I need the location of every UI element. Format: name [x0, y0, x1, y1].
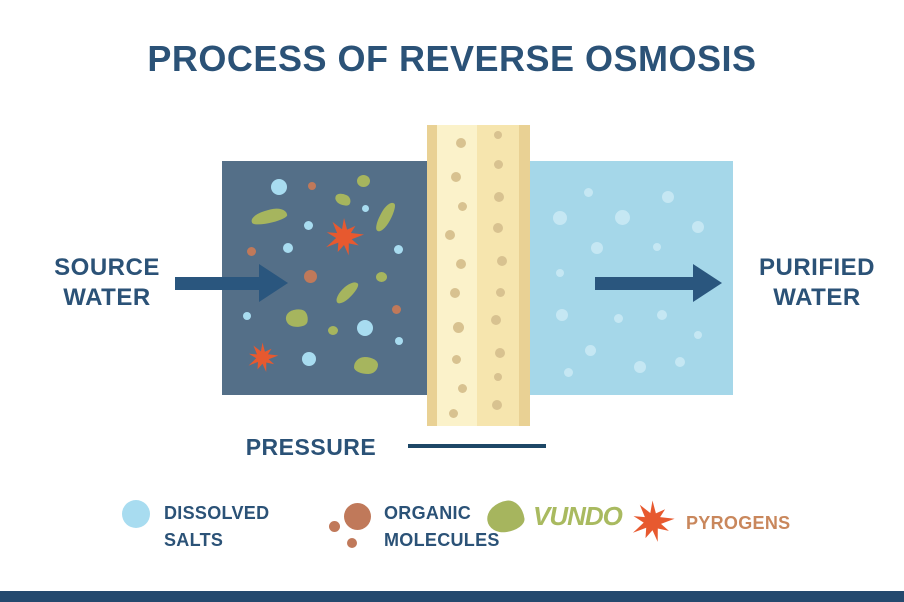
- purified-water-bubble: [694, 331, 702, 339]
- page-title: PROCESS OF REVERSE OSMOSIS: [147, 38, 757, 79]
- membrane-pore-dot: [494, 373, 502, 381]
- legend-organic-molecules-label: ORGANIC MOLECULES: [384, 500, 500, 554]
- bottom-accent-bar: [0, 591, 904, 602]
- purified-water-bubble: [614, 209, 630, 225]
- pyrogen-particle: [248, 342, 278, 372]
- purified-water-bubble: [553, 211, 567, 225]
- dissolved-salt-particle: [393, 244, 403, 254]
- membrane-pore-dot: [445, 230, 455, 240]
- organic-molecule-particle: [246, 246, 256, 256]
- legend-organic-molecules-line1: ORGANIC: [384, 503, 472, 523]
- membrane-pore-dot: [456, 138, 466, 148]
- dissolved-salt-particle: [361, 204, 369, 212]
- purified-water-bubble: [662, 191, 674, 203]
- membrane-pore-dot: [452, 321, 464, 333]
- purified-water-bubble: [591, 242, 603, 254]
- microbe-particle: [354, 356, 378, 374]
- source-flow-arrowhead-icon: [259, 264, 288, 302]
- purified-water-bubble: [583, 187, 593, 197]
- osmosis-membrane: [427, 125, 530, 426]
- membrane-pore-dot: [493, 159, 503, 169]
- dissolved-salt-particle: [395, 337, 403, 345]
- dissolved-salt-icon: [122, 500, 150, 528]
- membrane-pore-dot: [448, 408, 458, 418]
- membrane-pore-dot: [495, 287, 505, 297]
- legend-dissolved-salts-line2: SALTS: [164, 530, 224, 550]
- purified-water-bubble: [692, 221, 704, 233]
- dissolved-salt-particle: [302, 352, 316, 366]
- pyrogen-star-icon: [632, 500, 675, 542]
- membrane-pore-dot: [493, 223, 503, 233]
- dissolved-salt-particle: [357, 320, 373, 336]
- membrane-pore-dot: [494, 131, 502, 139]
- membrane-pore-dot: [492, 400, 502, 410]
- legend-microbes-label: VUNDO: [533, 501, 623, 531]
- dissolved-salt-particle: [283, 243, 293, 253]
- legend-pyrogens-label: PYROGENS: [686, 513, 791, 533]
- purified-flow-arrow-icon: [595, 277, 694, 290]
- purified-water-label-line1: PURIFIED: [758, 254, 875, 281]
- organic-molecule-small-icon: [347, 538, 357, 548]
- membrane-pore-dot: [494, 192, 504, 202]
- organic-molecule-particle: [303, 269, 317, 283]
- membrane-pore-dot: [457, 383, 467, 393]
- organic-molecule-icon: [344, 503, 371, 530]
- source-water-label-line2: WATER: [63, 284, 151, 311]
- source-water-label: SOURCE WATER: [38, 253, 176, 313]
- purified-water-label: PURIFIED WATER: [750, 253, 884, 313]
- purified-flow-arrowhead-icon: [693, 264, 722, 302]
- purified-water-bubble: [556, 309, 568, 321]
- legend-dissolved-salts-line1: DISSOLVED: [164, 503, 270, 523]
- membrane-pore-dot: [451, 354, 461, 364]
- purified-water-bubble: [613, 313, 623, 323]
- organic-molecule-small-icon: [329, 521, 340, 532]
- organic-molecule-particle: [308, 182, 316, 190]
- pressure-line: [408, 444, 546, 448]
- dissolved-salt-particle: [243, 312, 251, 320]
- purified-water-bubble: [556, 269, 564, 277]
- membrane-pore-dot: [497, 256, 507, 266]
- membrane-pore-dot: [456, 259, 466, 269]
- legend-organic-molecules-line2: MOLECULES: [384, 530, 500, 550]
- dissolved-salt-particle: [271, 179, 287, 195]
- microbe-particle: [356, 175, 370, 187]
- membrane-pore-dot: [451, 172, 461, 182]
- organic-molecule-particle: [391, 304, 401, 314]
- dissolved-salt-particle: [303, 220, 313, 230]
- purified-water-bubble: [563, 367, 573, 377]
- microbe-particle: [375, 272, 387, 282]
- purified-water-bubble: [584, 344, 596, 356]
- pressure-label: PRESSURE: [245, 434, 377, 460]
- source-flow-arrow-icon: [175, 277, 260, 290]
- purified-water-bubble: [657, 310, 667, 320]
- membrane-pore-dot: [491, 315, 501, 325]
- pyrogen-particle: [326, 218, 364, 256]
- purified-water-bubble: [675, 357, 685, 367]
- purified-water-bubble: [653, 243, 661, 251]
- legend-dissolved-salts-label: DISSOLVED SALTS: [164, 500, 269, 554]
- membrane-pore-dot: [457, 201, 467, 211]
- purified-water-bubble: [634, 361, 646, 373]
- purified-water-label-line2: WATER: [773, 284, 861, 311]
- microbe-particle: [328, 325, 338, 335]
- membrane-pore-dot: [495, 348, 505, 358]
- membrane-pore-dot: [450, 288, 460, 298]
- source-water-label-line1: SOURCE: [54, 254, 160, 281]
